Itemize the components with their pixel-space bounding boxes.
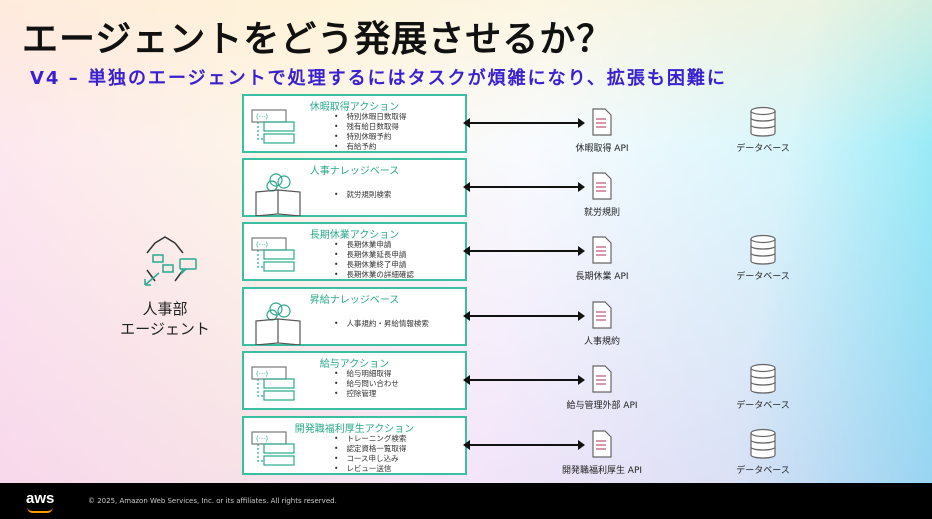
svg-text:(···): (···) [256,113,268,121]
box-title: 昇給ナレッジベース [309,295,400,306]
knowledge-book-icon [255,302,301,346]
capability-item: コース申し込み [334,454,406,464]
action-box[interactable]: 開発職福利厚生アクション (···) トレーニング検索認定資格一覧取得コース申し込… [242,416,467,475]
action-icon: (···) [251,237,295,272]
database-icon [750,428,776,459]
database-icon [750,106,776,137]
bidirectional-arrow [463,246,585,256]
action-icon: (···) [251,366,295,401]
action-icon: (···) [251,431,295,466]
capability-item: 長期休業申請 [334,240,414,250]
target-label: 休暇取得 API [575,144,629,154]
hr-agent: 人事部 エージェント [100,235,230,339]
box-title: 長期休業アクション [309,230,400,241]
knowledge-box[interactable]: 昇給ナレッジベース 人事規約・昇給情報検索 [242,287,467,346]
knowledge-box[interactable]: 人事ナレッジベース 就労規則検索 [242,158,467,217]
footer [0,483,932,519]
document-icon [592,365,612,393]
database-label: データベース [736,401,790,411]
target-label: 人事規約 [583,337,620,347]
svg-text:(···): (···) [256,435,268,443]
aws-logo-smile [27,507,53,513]
capability-item: トレーニング検索 [334,434,406,444]
page-subtitle: V4 – 単独のエージェントで処理するにはタスクが煩雑になり、拡張も困難に [30,68,727,89]
page-title: エージェントをどう発展させるか？ [22,19,614,60]
box-title: 人事ナレッジベース [309,166,400,177]
knowledge-book-icon [255,173,301,217]
capability-item: 残有給日数取得 [334,122,406,132]
copyright: © 2025, Amazon Web Services, Inc. or its… [88,497,337,505]
agent-icon [144,236,197,286]
capability-item: 特別休暇日数取得 [334,112,406,122]
capability-item: 特別休暇予約 [334,132,406,142]
database-label: データベース [736,466,790,476]
database-label: データベース [736,272,790,282]
document-icon [592,430,612,458]
capability-item: 認定資格一覧取得 [334,444,406,454]
svg-text:(···): (···) [256,370,268,378]
action-box[interactable]: 給与アクション (···) 給与明細取得給与問い合わせ控除管理 [242,351,467,410]
box-title: 給与アクション [319,359,390,370]
document-icon [592,236,612,264]
target-label: 長期休業 API [575,272,629,282]
capability-item: レビュー送信 [334,464,406,474]
document-icon [592,172,612,200]
agent-label-2: エージェント [120,320,210,338]
action-box[interactable]: 長期休業アクション (···) 長期休業申請長期休業延長申請長期休業終了申請長期休… [242,222,467,281]
database-label: データベース [736,144,790,154]
document-icon [592,108,612,136]
box-title: 開発職福利厚生アクション [294,424,415,435]
aws-logo: aws [26,490,55,507]
capability-item: 長期休業延長申請 [334,250,414,260]
capability-item: 給与問い合わせ [334,379,399,389]
bidirectional-arrow [463,182,585,192]
capability-item: 長期休業の詳細確認 [334,270,414,280]
agent-label-1: 人事部 [142,300,188,318]
database-icon [750,234,776,265]
database-icon [750,363,776,394]
capability-item: 有給予約 [334,142,406,152]
capability-item: 控除管理 [334,389,399,399]
bidirectional-arrow [463,375,585,385]
slide: エージェントをどう発展させるか？ V4 – 単独のエージェントで処理するにはタス… [0,0,932,483]
target-label: 開発職福利厚生 API [561,466,643,476]
target-label: 就労規則 [583,208,620,218]
capability-item: 長期休業終了申請 [334,260,414,270]
target-label: 給与管理外部 API [566,401,638,411]
capability-item: 人事規約・昇給情報検索 [334,319,429,329]
capability-item: 就労規則検索 [334,190,391,200]
action-box[interactable]: 休暇取得アクション (···) 特別休暇日数取得残有給日数取得特別休暇予約有給予約 [242,94,467,153]
bidirectional-arrow [463,311,585,321]
svg-text:(···): (···) [256,241,268,249]
action-icon: (···) [251,109,295,144]
capability-item: 給与明細取得 [334,369,399,379]
bidirectional-arrow [463,118,585,128]
bidirectional-arrow [463,440,585,450]
document-icon [592,301,612,329]
box-title: 休暇取得アクション [309,102,400,113]
